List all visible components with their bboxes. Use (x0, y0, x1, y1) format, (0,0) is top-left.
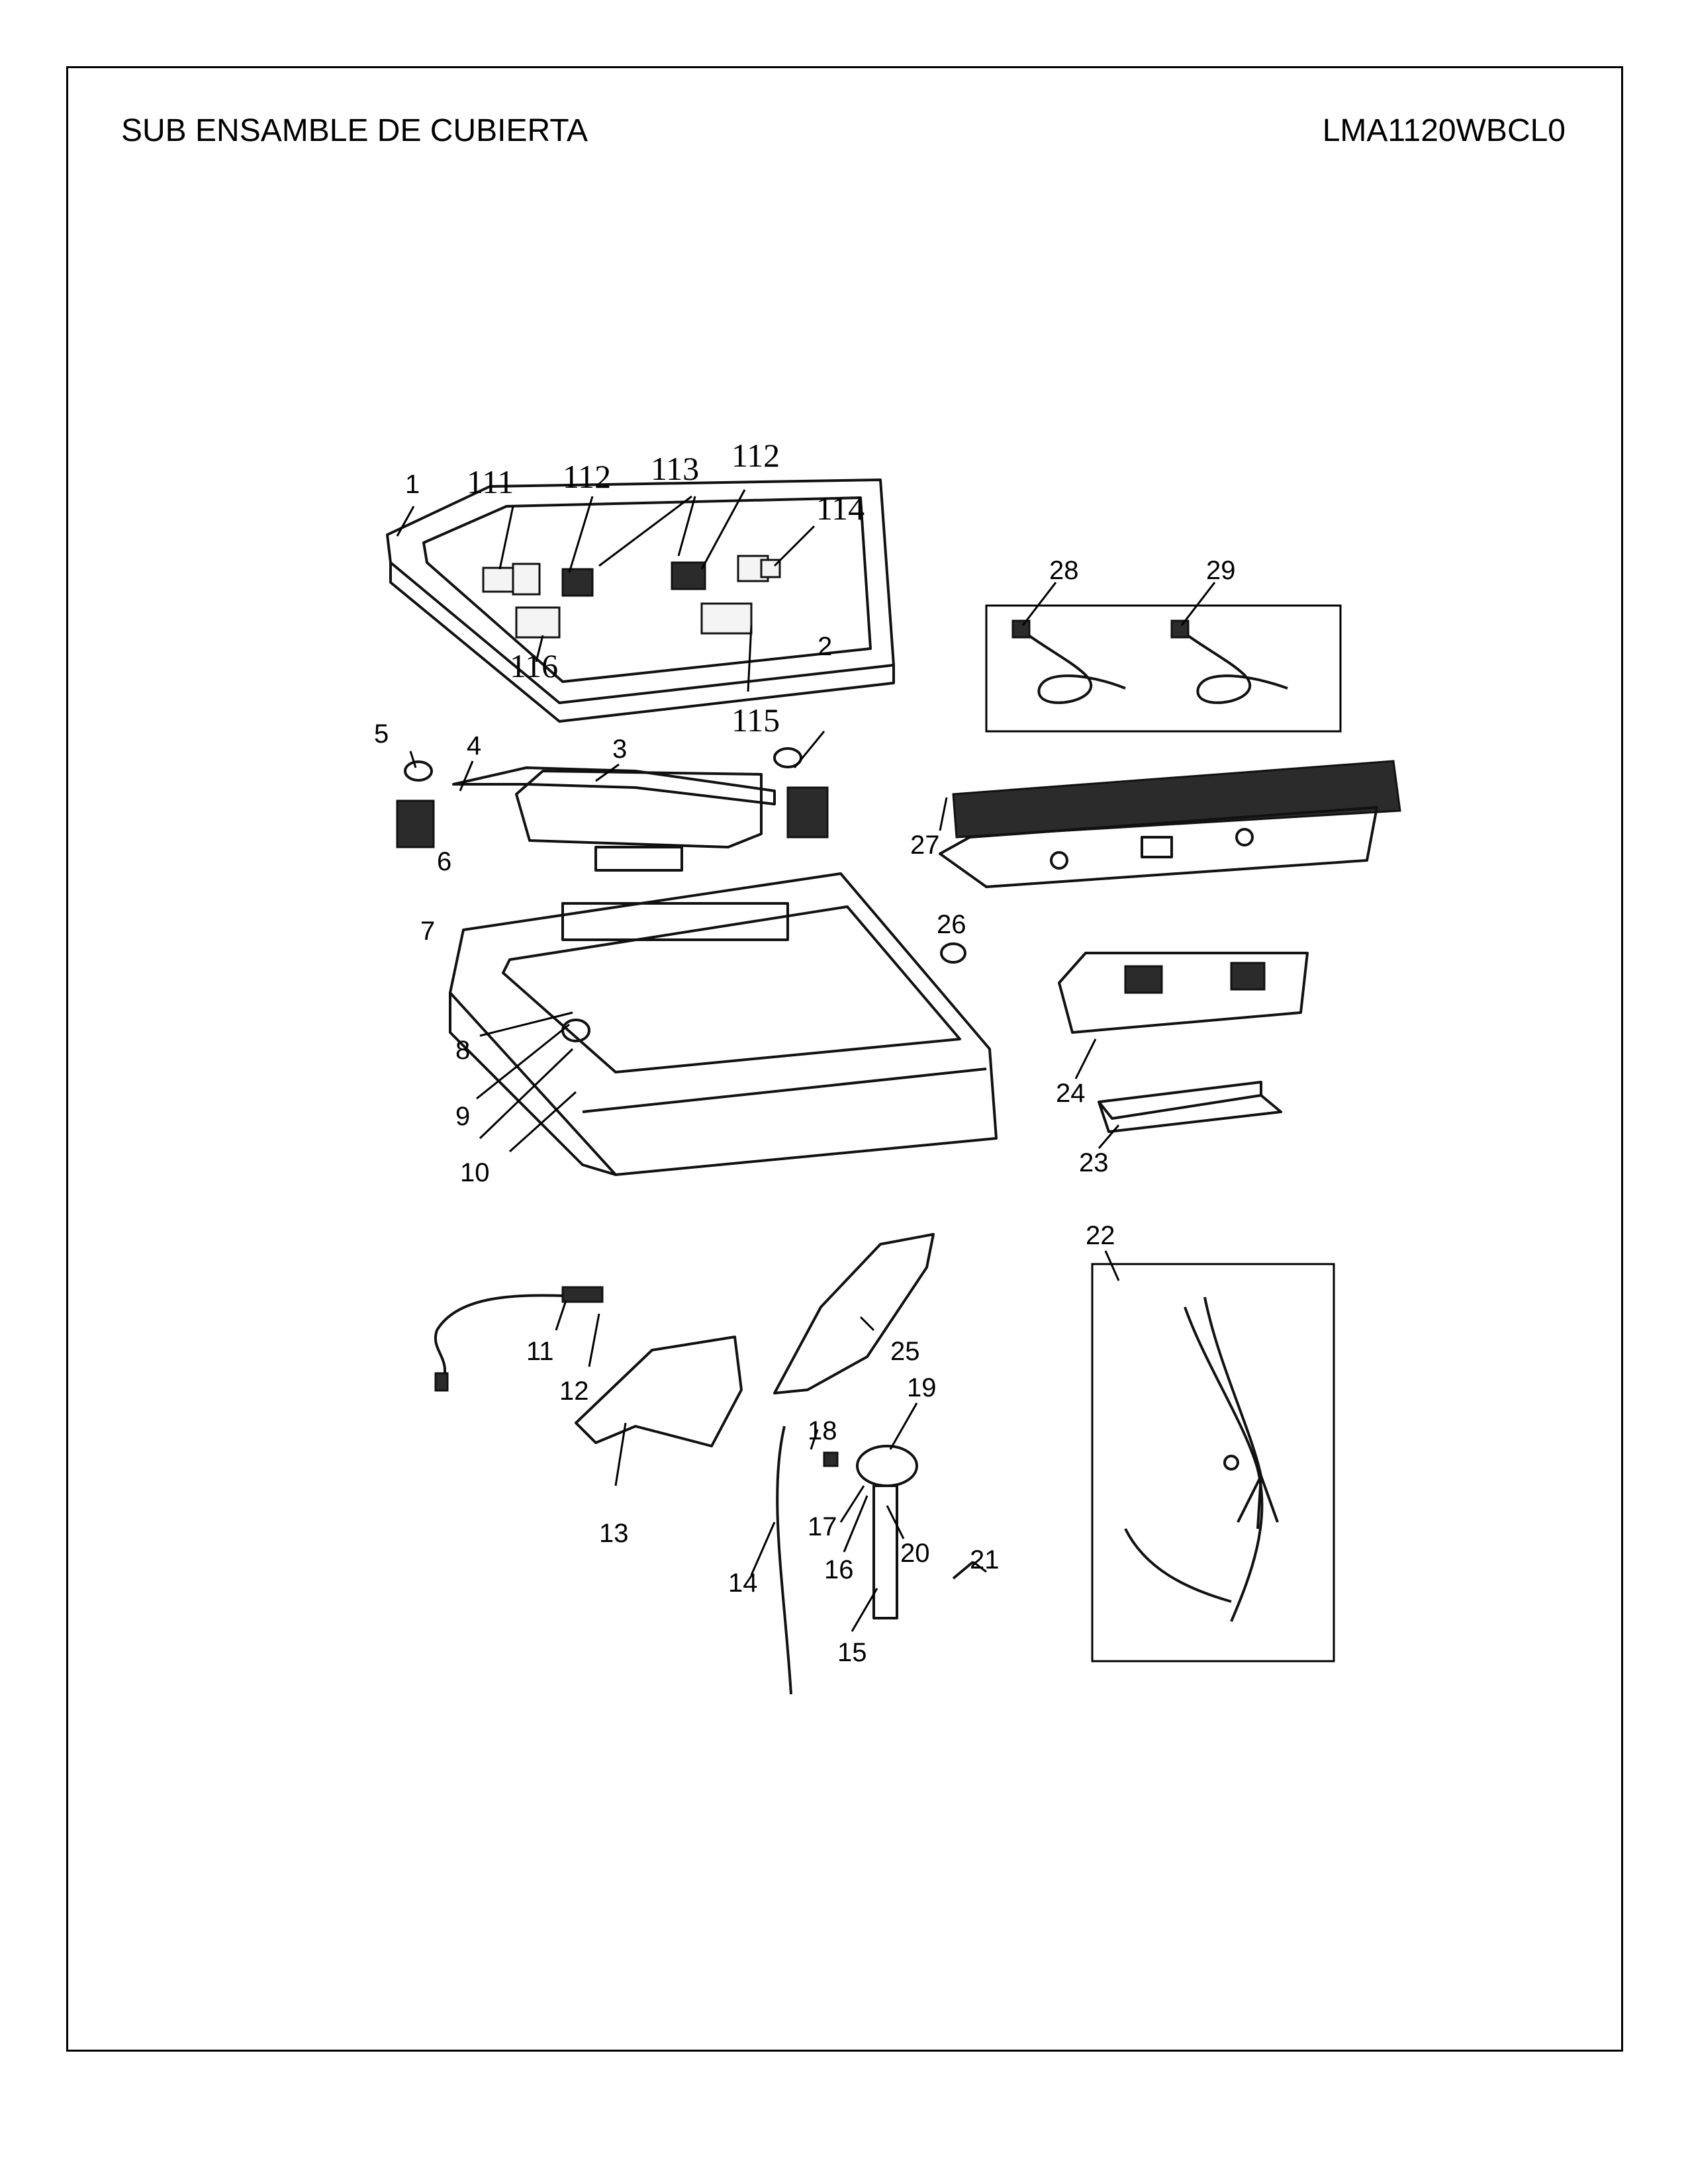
part-sub-components (482, 555, 781, 639)
callout-12: 12 (559, 1377, 589, 1406)
callout-9: 9 (455, 1102, 470, 1131)
callout-2: 2 (818, 632, 832, 661)
callout-27: 27 (910, 831, 940, 860)
hoses-box (985, 604, 1342, 733)
part-control-panel (939, 760, 1401, 888)
leader-lines (396, 489, 1216, 1632)
callout-23: 23 (1079, 1148, 1109, 1177)
callout-29: 29 (1206, 556, 1236, 585)
callout-15: 15 (837, 1638, 867, 1667)
part-hoses (1011, 619, 1288, 704)
callout-111: 111 (467, 463, 514, 500)
callout-19: 19 (907, 1373, 937, 1402)
callout-113: 113 (651, 450, 699, 487)
callout-115: 115 (731, 702, 780, 739)
callout-13: 13 (599, 1519, 629, 1548)
callout-11: 11 (526, 1337, 554, 1366)
part-screw-21 (952, 1561, 974, 1580)
callout-labels: 1 2 3 4 5 6 7 8 9 10 11 12 13 14 15 16 1… (374, 437, 1236, 1667)
callout-1: 1 (405, 470, 420, 499)
callout-14: 14 (728, 1569, 758, 1598)
callout-24: 24 (1056, 1079, 1086, 1108)
callout-18: 18 (808, 1416, 837, 1445)
callout-22: 22 (1086, 1221, 1115, 1250)
callout-8: 8 (455, 1036, 470, 1065)
part-pressure-switch (823, 1445, 918, 1619)
callout-5: 5 (374, 719, 389, 749)
callout-4: 4 (467, 731, 481, 760)
part-lid-frame (386, 478, 895, 723)
callout-116: 116 (510, 647, 558, 684)
callout-7: 7 (420, 917, 435, 946)
page-border (66, 66, 1623, 2052)
callout-20: 20 (900, 1539, 930, 1568)
part-tube-14 (776, 1426, 792, 1695)
part-wire-harness (1124, 1297, 1279, 1622)
callout-114: 114 (816, 490, 865, 527)
part-sensor-cable (434, 1286, 604, 1392)
model-number: LMA1120WBCL0 (1322, 113, 1566, 148)
callout-21: 21 (970, 1545, 1000, 1574)
callout-10: 10 (460, 1158, 490, 1187)
callout-25: 25 (890, 1337, 920, 1366)
part-top-cover (449, 872, 998, 1176)
part-control-board (1058, 952, 1309, 1034)
part-lower-bracket-13 (575, 1336, 743, 1447)
part-board-cover (1098, 1081, 1282, 1133)
callout-3: 3 (612, 735, 627, 764)
callout-16: 16 (824, 1555, 854, 1584)
harness-box (1091, 1263, 1335, 1662)
part-dispenser-bar (396, 747, 829, 872)
callout-112-right: 112 (731, 437, 780, 474)
callout-112-left: 112 (563, 458, 611, 495)
callout-26: 26 (937, 910, 966, 939)
part-bracket-25 (773, 1233, 935, 1394)
page-title: SUB ENSAMBLE DE CUBIERTA (121, 113, 588, 148)
callout-28: 28 (1049, 556, 1079, 585)
callout-6: 6 (437, 847, 451, 876)
callout-17: 17 (808, 1512, 837, 1541)
